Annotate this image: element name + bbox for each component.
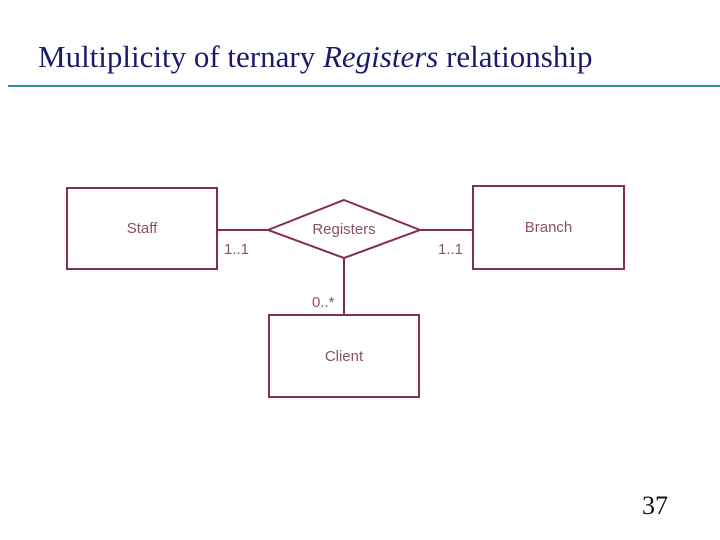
multiplicity-client-side: 0..* <box>312 294 335 311</box>
multiplicity-staff-side: 1..1 <box>224 241 250 258</box>
entity-label-client: Client <box>324 347 364 365</box>
entity-label-staff: Staff <box>126 220 158 237</box>
entity-box-branch: Branch <box>472 185 625 270</box>
title-underline-rule <box>8 85 720 87</box>
entity-box-client: Client <box>268 314 420 398</box>
page-title: Multiplicity of ternary Registers relati… <box>38 39 698 74</box>
entity-box-staff: Staff <box>66 187 218 270</box>
title-italic-word: Registers <box>322 39 439 74</box>
title-prefix: Multiplicity of ternary <box>38 39 323 74</box>
page-number: 37 <box>642 491 668 520</box>
multiplicity-branch-side: 1..1 <box>438 241 464 258</box>
relationship-label-registers: Registers <box>312 221 376 238</box>
title-suffix: relationship <box>438 39 593 74</box>
entity-label-branch: Branch <box>524 219 573 236</box>
